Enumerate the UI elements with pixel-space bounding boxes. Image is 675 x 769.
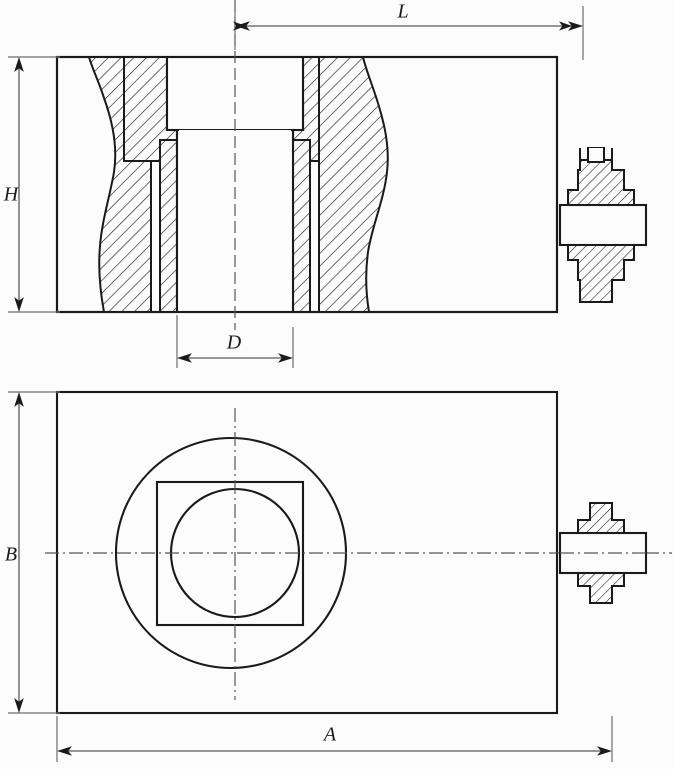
- nipple-lower-flange: [567, 244, 635, 303]
- dim-D-arrow-left: [177, 353, 192, 363]
- dim-H-arrow-top: [14, 57, 24, 72]
- dim-D-arrow-right: [278, 353, 293, 363]
- dim-B-arrow-bottom: [14, 698, 24, 713]
- plan-body-outline: [55, 390, 559, 715]
- side-fitting-nipple-plan: [558, 502, 648, 604]
- dim-H-arrow-bottom: [14, 297, 24, 312]
- dim-D-label: D: [226, 332, 242, 354]
- dim-H-label: H: [3, 184, 20, 206]
- dimension-A: A: [56, 716, 613, 762]
- dim-A-label: A: [322, 724, 337, 746]
- section-body-outline-top: [55, 55, 559, 314]
- dim-B-arrow-top: [14, 392, 24, 407]
- dim-L-arrow-right: [568, 21, 583, 31]
- dim-B-label: B: [5, 544, 17, 566]
- plan-view: B A: [5, 390, 672, 762]
- dim-A-arrow-right: [597, 746, 612, 756]
- right-outer-hatched-wall: [318, 56, 389, 313]
- dimension-L: L: [233, 1, 584, 60]
- dimension-H: H: [3, 56, 60, 313]
- dim-L-arrow-left: [235, 21, 250, 31]
- nipple-notch: [587, 148, 605, 163]
- dim-A-arrow-left: [57, 746, 72, 756]
- nipple-barrel: [558, 203, 648, 247]
- dim-L-label: L: [396, 1, 408, 23]
- dimension-D: D: [176, 315, 294, 368]
- dimension-B: B: [5, 391, 60, 714]
- side-fitting-nipple-section: [558, 147, 648, 303]
- sectional-elevation-view: L H D: [3, 0, 648, 368]
